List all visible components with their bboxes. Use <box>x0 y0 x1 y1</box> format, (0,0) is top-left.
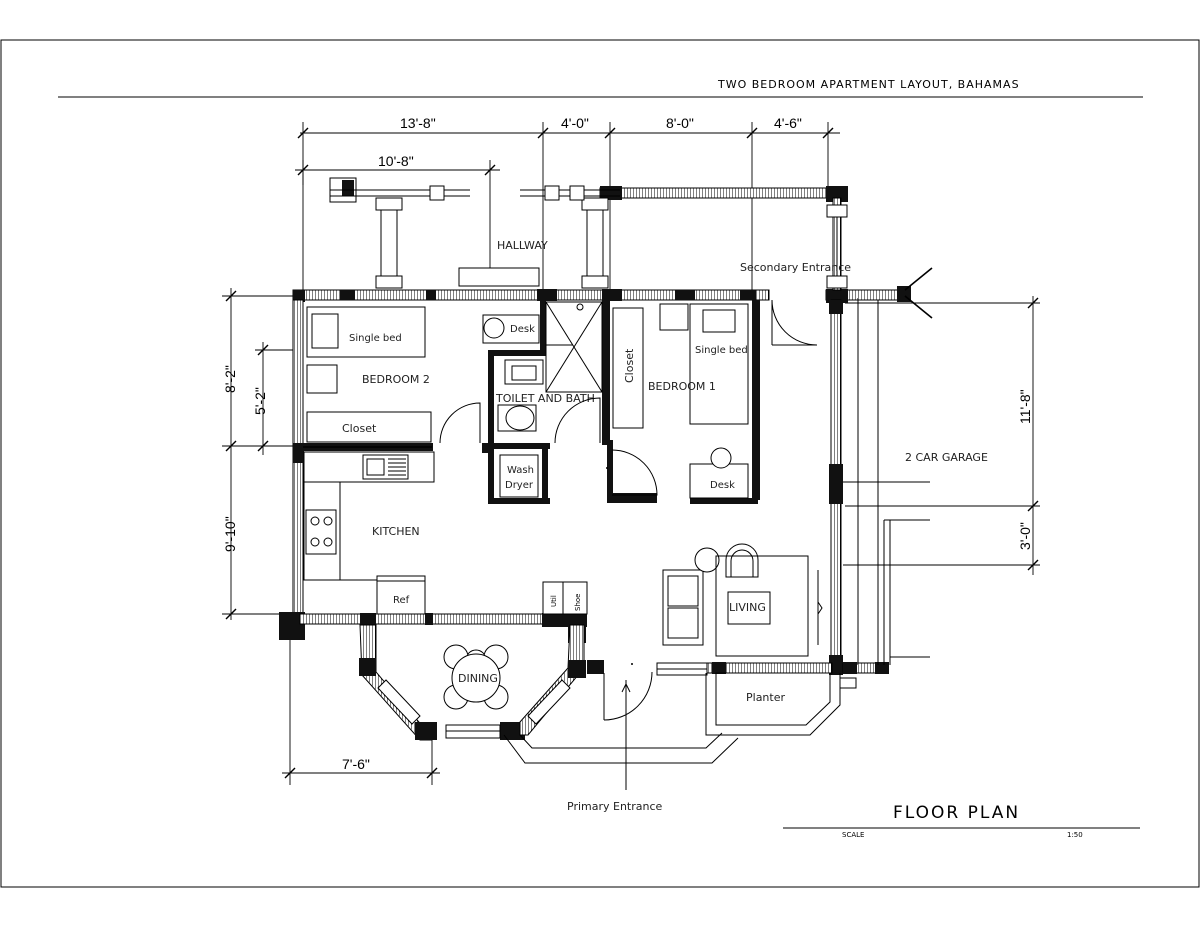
drawing-title: TWO BEDROOM APARTMENT LAYOUT, BAHAMAS <box>717 78 1020 91</box>
dim-left-3: 9'-10" <box>222 516 238 552</box>
dim-right-2: 3'-0" <box>1017 522 1033 550</box>
shoe-label: Shoe <box>574 594 582 611</box>
wash-label: Wash <box>507 465 534 476</box>
dim-left-1: 8'-2" <box>222 365 238 393</box>
kitchen: KITCHEN Ref <box>303 451 435 615</box>
left-dimensions: 8'-2" 9'-10" 5'-2" <box>222 288 300 620</box>
planter: Planter <box>705 672 857 736</box>
bay-window <box>359 624 586 741</box>
hallway-area: HALLWAY <box>329 177 848 291</box>
sheet-border <box>0 39 1200 888</box>
dim-left-2: 5'-2" <box>252 387 268 415</box>
bedroom-1: Closet Single bed BEDROOM 1 Desk <box>611 303 749 499</box>
util-shoe: Util Shoe <box>542 581 588 615</box>
desk-2-label: Desk <box>510 324 535 335</box>
interior-walls <box>303 300 760 504</box>
scale-value: 1:50 <box>1067 831 1083 839</box>
room-bedroom-2: BEDROOM 2 <box>362 373 430 386</box>
title-block: FLOOR PLAN SCALE 1:50 <box>783 803 1140 839</box>
room-dining: DINING <box>458 672 498 685</box>
bedroom-2: Single bed Closet BEDROOM 2 Desk <box>306 306 540 444</box>
dim-top-1: 13'-8" <box>400 115 436 131</box>
secondary-entrance-label: Secondary Entrance <box>740 261 851 274</box>
room-kitchen: KITCHEN <box>372 525 420 538</box>
room-garage: 2 CAR GARAGE <box>905 451 988 464</box>
desk-1-label: Desk <box>710 480 735 491</box>
toilet-and-bath: TOILET AND BATH <box>495 301 603 444</box>
dim-right-1: 11'-8" <box>1017 389 1033 424</box>
secondary-entrance: Secondary Entrance <box>740 261 933 346</box>
room-planter: Planter <box>746 691 785 704</box>
single-bed-2-label: Single bed <box>349 333 402 344</box>
room-living: LIVING <box>729 601 766 614</box>
scale-label: SCALE <box>842 831 864 839</box>
dining: DINING <box>443 644 509 710</box>
living: LIVING <box>662 543 823 657</box>
laundry: Wash Dryer <box>499 454 539 498</box>
room-bedroom-1: BEDROOM 1 <box>648 380 716 393</box>
dryer-label: Dryer <box>505 480 534 491</box>
top-dimensions: 13'-8" 4'-0" 8'-0" 4'-6" 10'-8" <box>295 115 840 290</box>
primary-entrance-label: Primary Entrance <box>567 800 663 813</box>
dim-top-3: 8'-0" <box>666 115 694 131</box>
dim-bottom-1: 7'-6" <box>342 756 370 772</box>
exterior-walls <box>279 286 911 675</box>
dim-top-2: 4'-0" <box>561 115 589 131</box>
dim-top-inner: 10'-8" <box>378 153 414 169</box>
single-bed-1-label: Single bed <box>695 345 748 356</box>
room-toilet-and-bath: TOILET AND BATH <box>495 392 595 405</box>
closet-2-label: Closet <box>342 422 377 435</box>
util-label: Util <box>550 595 558 607</box>
garage: 2 CAR GARAGE <box>843 298 988 665</box>
room-hallway: HALLWAY <box>497 239 548 252</box>
primary-entrance: Primary Entrance <box>503 662 739 813</box>
plan-title: FLOOR PLAN <box>893 803 1020 823</box>
closet-1-label: Closet <box>623 348 636 383</box>
right-dimensions: 11'-8" 3'-0" <box>845 296 1040 575</box>
ref-label: Ref <box>393 595 410 606</box>
bottom-dimensions: 7'-6" <box>282 640 440 785</box>
dim-top-4: 4'-6" <box>774 115 802 131</box>
